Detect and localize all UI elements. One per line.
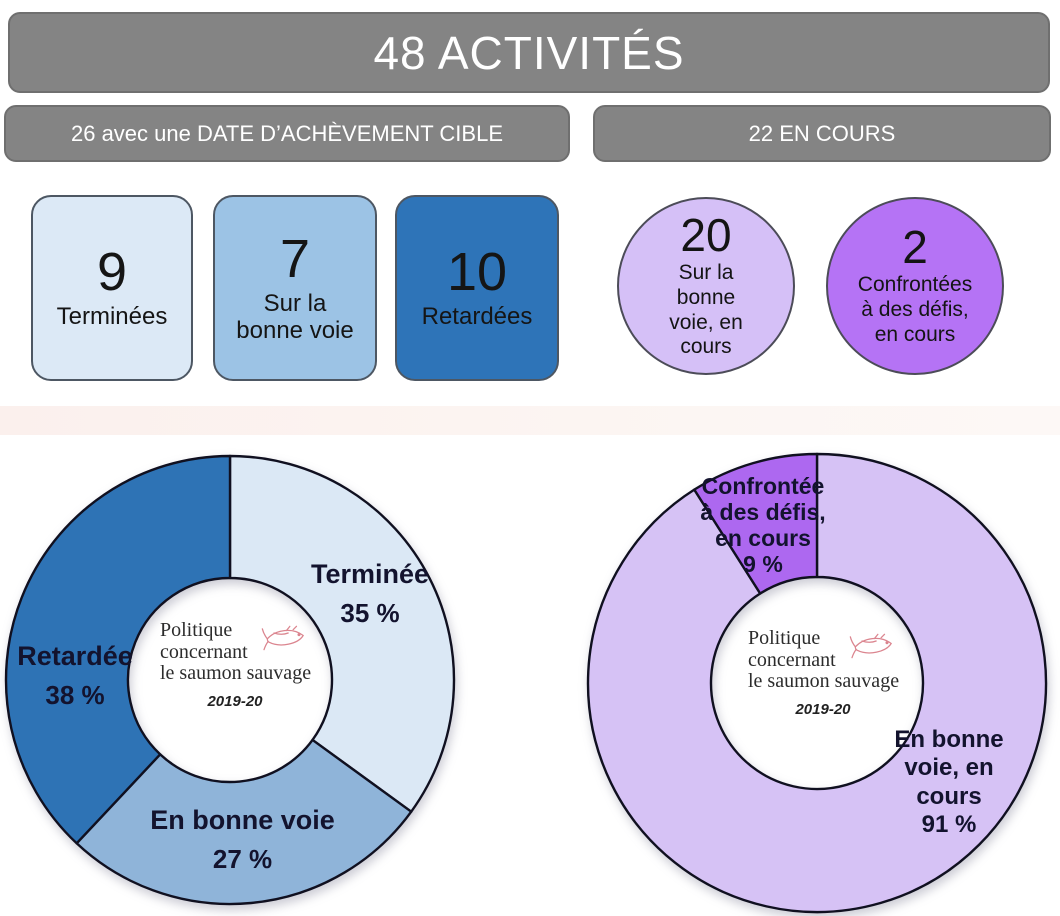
donut-slice-confrontee-a-des-defis-en-cours <box>693 452 819 595</box>
label-ebv-en-cours-line1: En bonne <box>894 726 1004 753</box>
subheader-dated-activities: 26 avec une DATE D’ACHÈVEMENT CIBLE <box>4 105 570 162</box>
logo-year: 2019-20 <box>795 700 851 718</box>
donut-slice-en-bonne-voie-en-cours <box>586 452 1048 914</box>
logo-line3: le saumon sauvage <box>160 662 312 685</box>
logo-line1: Politique <box>748 627 821 649</box>
label-en-bonne-voie-pct: 27 % <box>212 843 273 874</box>
circle-en-cours-bonne-voie: 20 Sur la bonne voie, en cours <box>617 197 795 375</box>
background-band <box>0 406 1060 435</box>
label-confrontee-line3: en cours <box>715 524 811 551</box>
label-confrontee-line1: Confrontée <box>701 473 825 499</box>
salmon-sketch-icon <box>849 633 892 659</box>
card-sur-la-bonne-voie-value: 7 <box>279 228 311 289</box>
card-terminees: 9 Terminées <box>31 195 193 381</box>
label-terminee-pct: 35 % <box>340 597 400 628</box>
label-retardee-pct: 38 % <box>45 679 105 710</box>
card-sur-la-bonne-voie-label: Sur la bonne voie <box>236 289 354 344</box>
donut-slice-retardee <box>4 454 232 845</box>
card-retardees: 10 Retardées <box>395 195 559 381</box>
label-confrontee-line2: à des défis, <box>700 498 826 525</box>
label-retardee-title: Retardée <box>17 641 133 671</box>
subheader-ongoing-label: 22 EN COURS <box>748 120 896 146</box>
label-confrontee-pct: 9 % <box>743 550 783 577</box>
label-ebv-en-cours-line3: cours <box>916 782 982 810</box>
logo-line2: concernant <box>748 648 836 671</box>
label-en-bonne-voie-title: En bonne voie <box>150 805 335 835</box>
circle-en-cours-bonne-voie-value: 20 <box>680 208 732 261</box>
card-terminees-value: 9 <box>96 242 128 303</box>
label-terminee-title: Terminée <box>310 559 430 589</box>
label-en-bonne-voie-en-cours: En bonne voie, en cours 91 % <box>870 726 1028 838</box>
circle-en-cours-bonne-voie-label: Sur la bonne voie, en cours <box>669 260 743 359</box>
donut-slice-terminee <box>228 454 456 813</box>
subheader-dated-label: 26 avec une DATE D’ACHÈVEMENT CIBLE <box>70 120 503 146</box>
label-ebv-en-cours-pct: 91 % <box>921 810 977 838</box>
card-sur-la-bonne-voie: 7 Sur la bonne voie <box>213 195 377 381</box>
logo-line2: concernant <box>160 640 248 663</box>
label-terminee: Terminée 35 % <box>290 559 450 628</box>
label-confrontee-defis: Confrontée à des défis, en cours 9 % <box>684 473 842 577</box>
page-title: 48 ACTIVITÉS <box>373 26 685 79</box>
logo-line3: le saumon sauvage <box>748 670 900 693</box>
donut-chart-dated-activities <box>4 454 456 906</box>
logo-year: 2019-20 <box>207 692 263 710</box>
label-ebv-en-cours-line2: voie, en <box>904 754 994 782</box>
circle-confrontees-defis-label: Confrontées à des défis, en cours <box>857 273 973 346</box>
donut-slice-en-bonne-voie <box>75 738 413 906</box>
circle-confrontees-defis: 2 Confrontées à des défis, en cours <box>826 197 1004 375</box>
donut-chart-ongoing-activities <box>586 452 1048 914</box>
header-bar: 48 ACTIVITÉS <box>8 12 1050 93</box>
card-terminees-label: Terminées <box>56 303 168 331</box>
wild-salmon-policy-logo: Politique concernant le saumon sauvage 2… <box>160 619 312 710</box>
label-en-bonne-voie: En bonne voie 27 % <box>140 805 345 874</box>
card-retardees-value: 10 <box>446 242 508 303</box>
logo-line1: Politique <box>160 619 233 641</box>
subheader-ongoing-activities: 22 EN COURS <box>593 105 1051 162</box>
circle-confrontees-defis-value: 2 <box>902 221 928 274</box>
card-retardees-label: Retardées <box>421 303 533 331</box>
salmon-sketch-icon <box>261 625 304 651</box>
wild-salmon-policy-logo: Politique concernant le saumon sauvage 2… <box>748 627 900 718</box>
label-retardee: Retardée 38 % <box>0 641 150 710</box>
